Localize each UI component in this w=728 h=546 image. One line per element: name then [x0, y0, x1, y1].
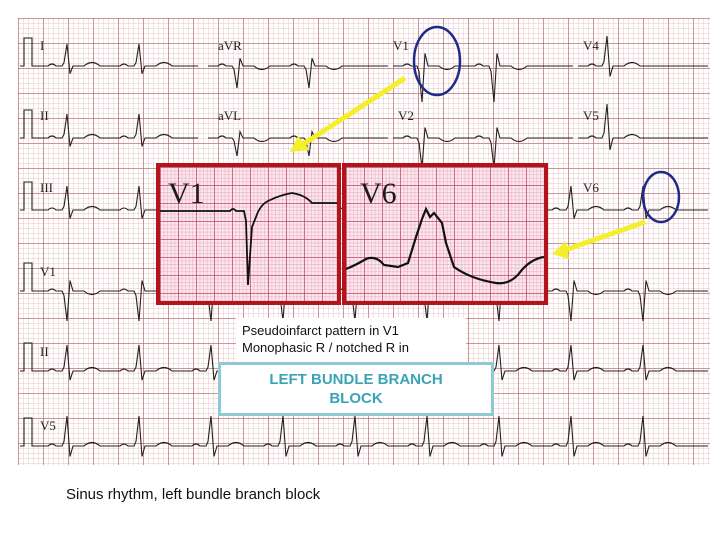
- diagnosis-label: LEFT BUNDLE BRANCH BLOCK: [269, 371, 443, 407]
- trace-i: [38, 43, 198, 74]
- trace-v5-rhythm: [38, 415, 708, 457]
- annotation-line-2: Monophasic R / notched R in: [242, 340, 409, 355]
- lead-label-v1-top: V1: [393, 38, 409, 53]
- lead-label-v4: V4: [583, 38, 599, 53]
- v1-inset-label: V1: [168, 177, 205, 210]
- lead-label-v2: V2: [398, 108, 414, 123]
- calibration-pulse-5: [20, 417, 38, 447]
- trace-v5: [578, 103, 708, 151]
- trace-v2: [393, 127, 573, 169]
- annotation-line-1: Pseudoinfarct pattern in V1: [242, 323, 399, 338]
- lead-label-iii: III: [40, 180, 53, 195]
- lead-label-ii: II: [40, 108, 49, 123]
- trace-v1: [393, 53, 573, 103]
- lead-label-v6: V6: [583, 180, 599, 195]
- diagnosis-box: LEFT BUNDLE BRANCH BLOCK: [218, 362, 494, 416]
- v1-inset-trace: [160, 192, 337, 286]
- trace-v4: [578, 35, 708, 77]
- lead-label-avr: aVR: [218, 38, 242, 53]
- lead-label-avl: aVL: [218, 108, 242, 123]
- lead-label-v1-rhythm: V1: [40, 264, 56, 279]
- footer-caption: Sinus rhythm, left bundle branch block: [66, 486, 321, 503]
- v6-inset: V6: [342, 163, 548, 305]
- calibration-pulse-0: [20, 37, 38, 67]
- trace-avl: [208, 129, 388, 157]
- v6-inset-label: V6: [360, 177, 397, 210]
- v1-inset: V1: [156, 163, 341, 305]
- lead-label-ii-rhythm: II: [40, 344, 49, 359]
- annotation-box: Pseudoinfarct pattern in V1 Monophasic R…: [236, 318, 466, 364]
- v6-inset-trace: [346, 206, 544, 285]
- calibration-pulse-3: [20, 262, 38, 292]
- lead-label-v5: V5: [583, 108, 599, 123]
- trace-avr: [208, 58, 388, 89]
- calibration-pulse-2: [20, 181, 38, 211]
- calibration-pulse-4: [20, 342, 38, 372]
- calibration-pulse-1: [20, 109, 38, 139]
- trace-ii: [38, 113, 198, 147]
- lead-label-i: I: [40, 38, 45, 53]
- lead-label-v5-rhythm: V5: [40, 418, 56, 433]
